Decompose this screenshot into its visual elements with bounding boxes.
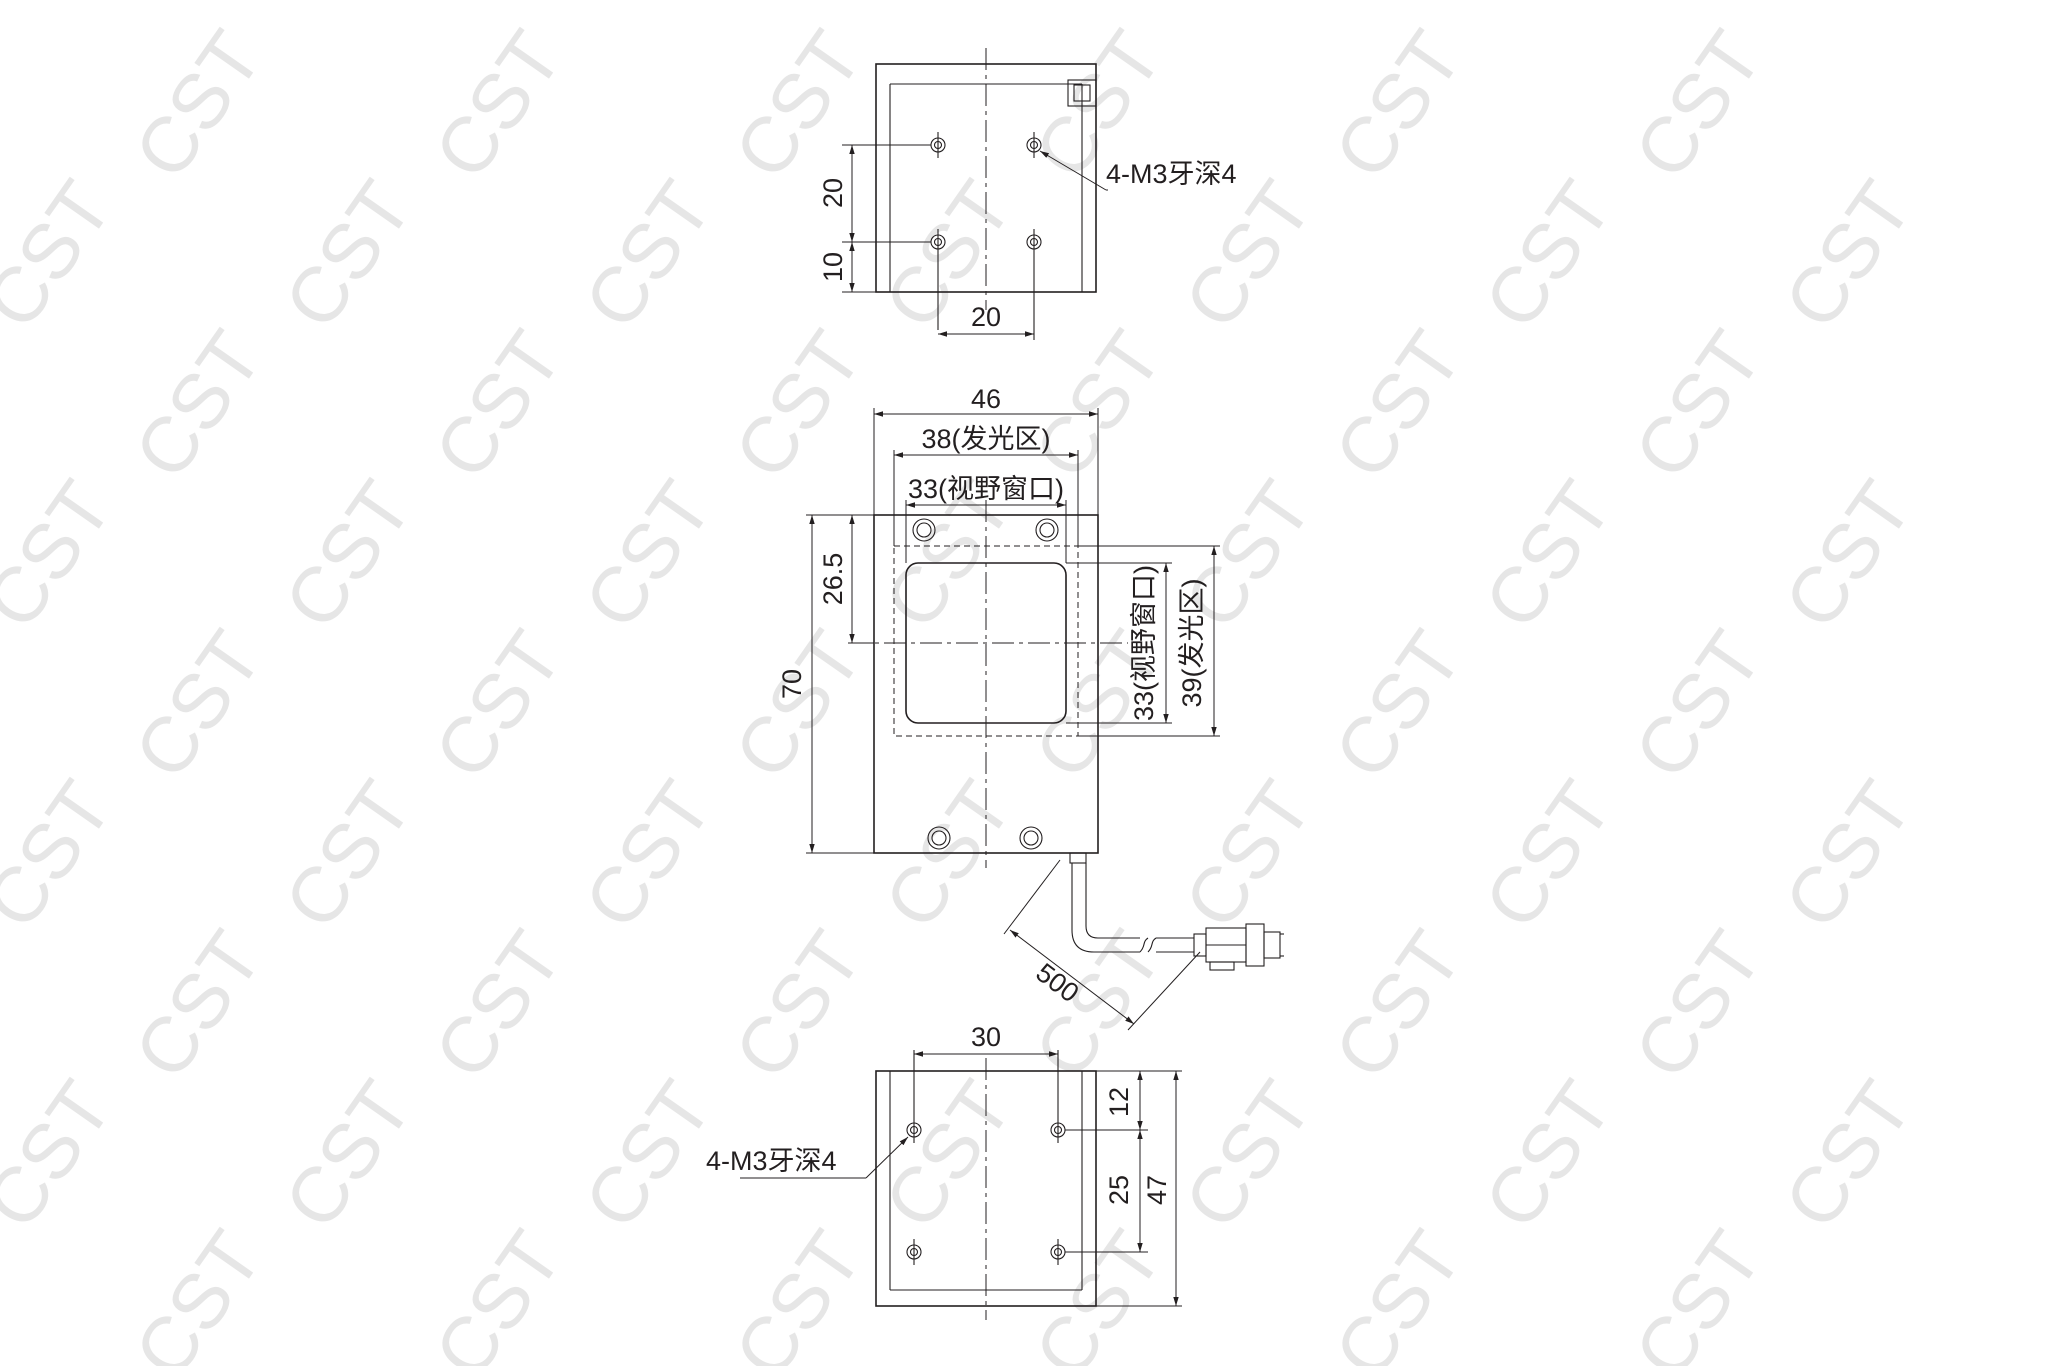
watermark-text: CST [117,615,279,793]
watermark-text: CST [1317,915,1479,1093]
dim-label-70: 70 [777,669,807,699]
watermark-text: CST [267,1065,429,1243]
watermark-text: CST [1467,465,1629,643]
dim-label-20-vertical: 20 [818,178,848,208]
watermark-text: CST [1767,165,1929,343]
top-view-horizontal-dimension: 20 [938,302,1034,337]
watermark-text: CST [1167,1065,1329,1243]
watermark-text: CST [567,1065,729,1243]
watermark-text: CST [1767,765,1929,943]
watermark-text: CST [1617,615,1779,793]
watermark-text: CST [117,915,279,1093]
watermark-text: CST [267,765,429,943]
hole-note-top: 4-M3牙深4 [1106,159,1237,189]
watermark-text: CST [417,915,579,1093]
cable-strain-relief [1069,852,1087,864]
watermark-text: CST [417,615,579,793]
dim-label-25: 25 [1104,1175,1134,1205]
watermark-text: CST [1467,765,1629,943]
watermark-text: CST [1017,915,1179,1093]
watermark-text: CST [1317,615,1479,793]
watermark-text: CST [567,465,729,643]
watermark-text: CST [867,1065,1029,1243]
dim-label-window-width: 33(视野窗口) [908,474,1064,504]
watermark-text: CST [717,915,879,1093]
watermark-text: CST [1167,165,1329,343]
top-view: 20 10 20 4-M3牙深4 [818,48,1237,340]
bottom-view-holes [906,1050,1066,1265]
cable-break [1139,937,1149,953]
screw-head [1035,518,1059,542]
dim-label-10-vertical: 10 [818,252,848,282]
watermark-text: CST [267,165,429,343]
watermark-text: CST [117,1215,279,1366]
watermark-text: CST [1767,1065,1929,1243]
dim-label-12: 12 [1104,1087,1134,1117]
top-view-connector-port [1067,79,1097,107]
front-view: 46 38(发光区) 33(视野窗口) 70 26.5 [777,384,1284,1031]
watermark-text: CST [717,1215,879,1366]
bottom-view: 30 12 25 47 4-M3牙深4 [706,1022,1182,1320]
dim-label-20-horizontal: 20 [971,302,1001,332]
bottom-view-horizontal-dimension: 30 [914,1022,1058,1057]
watermark-text: CST [1767,465,1929,643]
screw-head [1019,826,1043,850]
watermark-text: CST [1317,1215,1479,1366]
watermark-text: CST [1167,765,1329,943]
watermark-text: CST [1617,1215,1779,1366]
dim-label-emitting-width: 38(发光区) [921,424,1050,454]
watermark-text: CST [717,615,879,793]
watermark-text: CST [0,165,129,343]
bottom-view-hole-callout: 4-M3牙深4 [706,1136,909,1179]
bottom-view-vertical-dimensions: 12 25 47 [1065,1070,1182,1307]
watermark-text: CST [867,165,1029,343]
dim-label-window-height: 33(视野窗口) [1129,565,1159,721]
watermark-text: CST [717,15,879,193]
top-view-vertical-dimensions: 20 10 [818,144,931,293]
front-view-right-dimensions: 33(视野窗口) 39(发光区) [1066,545,1220,737]
watermark-text: CST [1617,315,1779,493]
top-view-connector-port-inner [1073,84,1091,102]
top-view-hole-callout: 4-M3牙深4 [1039,150,1237,191]
watermark-text: CST [1017,1215,1179,1366]
front-view-height-dimensions: 70 26.5 [777,514,874,854]
watermark-text: CST [0,1065,129,1243]
dim-label-47: 47 [1142,1175,1172,1205]
hole-note-bottom: 4-M3牙深4 [706,1146,837,1176]
screw-head [912,518,936,542]
watermark-text: CST [567,765,729,943]
front-view-screws [912,518,1059,850]
watermark-text: CST [117,15,279,193]
watermark-text: CST [1317,315,1479,493]
watermark-text: CST [1467,165,1629,343]
watermark-text: CST [417,315,579,493]
watermark-text: CST [1467,1065,1629,1243]
connector-plug [1205,923,1284,971]
front-view-width-dimensions: 46 38(发光区) 33(视野窗口) [873,384,1099,563]
watermark-text: CST [117,315,279,493]
watermark-text: CST [1617,915,1779,1093]
dim-label-30: 30 [971,1022,1001,1052]
dim-label-26-5: 26.5 [818,553,848,606]
watermark-text: CST [1317,15,1479,193]
watermark-text: CST [867,765,1029,943]
watermark-text: CST [417,15,579,193]
watermark-text: CST [417,1215,579,1366]
dim-label-46: 46 [971,384,1001,414]
screw-head [927,826,951,850]
dim-label-emitting-height: 39(发光区) [1177,578,1207,707]
watermark-text: CST [717,315,879,493]
watermark-text: CST [267,465,429,643]
watermark-text: CST [1617,15,1779,193]
watermark-text: CST [0,765,129,943]
watermark-text: CST [567,165,729,343]
watermark-text: CST [0,465,129,643]
